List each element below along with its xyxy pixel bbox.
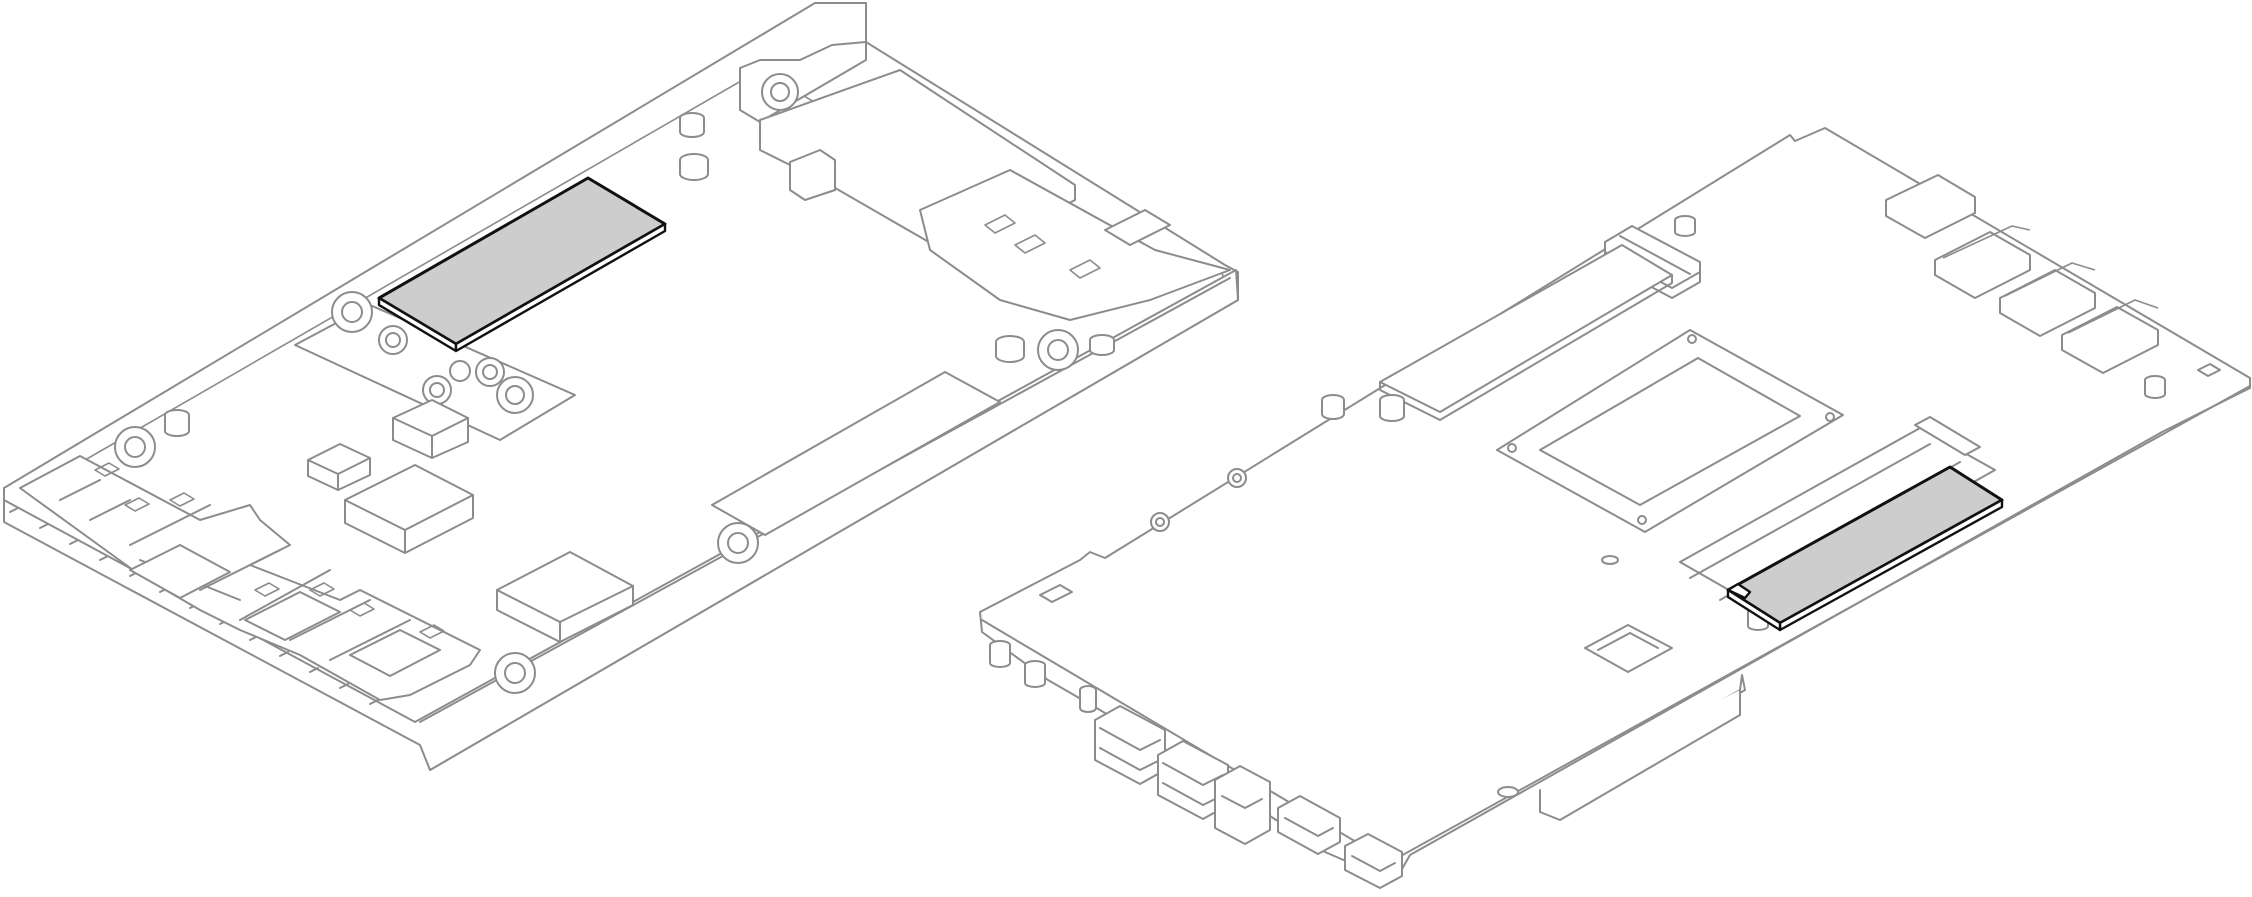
ethernet-port <box>1214 765 1271 845</box>
thermal-pad <box>377 176 667 353</box>
chassis-left-parts <box>19 455 481 701</box>
hdmi-port-2 <box>1344 833 1403 889</box>
chip-large-2 <box>496 551 634 643</box>
chip-large <box>344 464 474 554</box>
standoff-post <box>679 112 705 138</box>
standoff-post-2 <box>679 153 709 181</box>
port-right-2 <box>1934 231 2031 299</box>
port-right-1 <box>1885 174 1976 239</box>
system-board <box>979 127 2251 889</box>
sd-slot <box>1584 624 1673 673</box>
chassis-front-wall <box>3 269 1239 771</box>
m2-drive <box>1726 465 2004 632</box>
chip-small <box>307 443 371 491</box>
cpu-frame-inner <box>1539 357 1801 506</box>
hdmi-port-1 <box>1277 795 1341 855</box>
chassis-bottom-cover <box>3 2 1239 771</box>
